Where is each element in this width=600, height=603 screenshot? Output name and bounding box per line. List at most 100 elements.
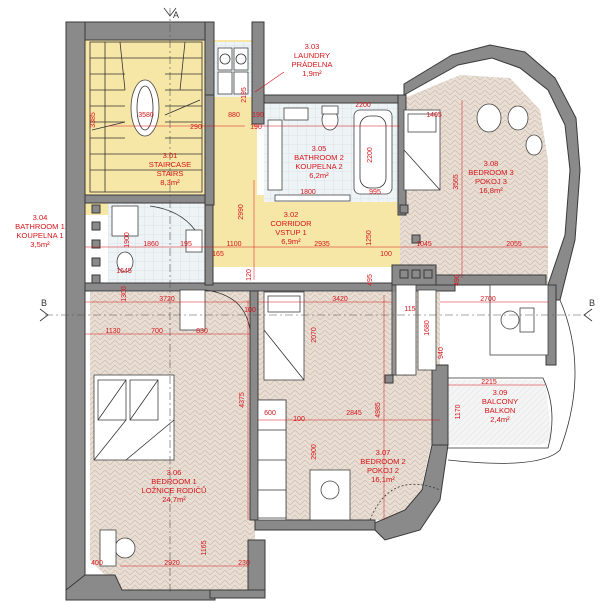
svg-text:2845: 2845 — [346, 410, 362, 417]
svg-text:600: 600 — [264, 410, 276, 417]
svg-text:2055: 2055 — [506, 241, 522, 248]
svg-text:940: 940 — [438, 347, 445, 359]
room-label-3-07: 3.07 BEDROOM 2 POKOJ 2 16,1m² — [360, 448, 406, 484]
svg-text:6,9m²: 6,9m² — [281, 237, 301, 246]
svg-text:1680: 1680 — [424, 320, 431, 336]
dimension-lines — [85, 100, 548, 567]
svg-text:4985: 4985 — [375, 402, 382, 418]
svg-text:1045: 1045 — [416, 241, 432, 248]
svg-text:190: 190 — [252, 112, 264, 119]
svg-text:1860: 1860 — [143, 241, 159, 248]
bathroom-2-drawing — [267, 105, 393, 202]
room-label-3-08: 3.08 BEDROOM 3 POKOJ 3 16,8m² — [468, 159, 514, 195]
laundry-drawing — [217, 47, 249, 95]
bedroom-2-drawing — [263, 284, 441, 521]
svg-text:VSTUP 1: VSTUP 1 — [275, 228, 307, 237]
svg-text:16,8m²: 16,8m² — [479, 186, 503, 195]
svg-text:KOUPELNA 2: KOUPELNA 2 — [295, 162, 342, 171]
svg-text:100: 100 — [293, 416, 305, 423]
vents — [91, 204, 433, 384]
svg-text:120: 120 — [246, 269, 253, 281]
bathroom-1-drawing — [111, 205, 203, 273]
svg-text:KOUPELNA 1: KOUPELNA 1 — [16, 231, 63, 240]
svg-text:STAIRCASE: STAIRCASE — [149, 160, 191, 169]
svg-text:6,2m²: 6,2m² — [309, 171, 329, 180]
svg-text:190: 190 — [250, 124, 262, 131]
svg-text:3.07: 3.07 — [376, 448, 391, 457]
svg-text:24,7m²: 24,7m² — [162, 495, 186, 504]
svg-text:3.05: 3.05 — [312, 144, 327, 153]
svg-text:490: 490 — [454, 274, 461, 286]
svg-text:1250: 1250 — [366, 230, 373, 246]
svg-text:495: 495 — [367, 274, 374, 286]
svg-text:2700: 2700 — [480, 296, 496, 303]
svg-text:2195: 2195 — [241, 87, 248, 103]
svg-text:BEDROOM 2: BEDROOM 2 — [360, 457, 406, 466]
svg-text:1800: 1800 — [300, 189, 316, 196]
svg-text:3.02: 3.02 — [284, 210, 299, 219]
svg-text:3420: 3420 — [332, 296, 348, 303]
svg-text:1100: 1100 — [226, 241, 241, 248]
staircase-drawing — [89, 41, 203, 193]
svg-text:230: 230 — [238, 560, 250, 567]
svg-text:2900: 2900 — [311, 444, 318, 460]
svg-text:3,5m²: 3,5m² — [30, 240, 50, 249]
svg-text:880: 880 — [228, 112, 240, 119]
svg-text:3580: 3580 — [138, 112, 154, 119]
room-label-3-02: 3.02 CORRIDOR VSTUP 1 6,9m² — [270, 210, 312, 246]
room-label-3-05: 3.05 BATHROOM 2 KOUPELNA 2 6,2m² — [294, 144, 344, 180]
svg-text:POKOJ 3: POKOJ 3 — [475, 177, 507, 186]
svg-text:1405: 1405 — [426, 112, 442, 119]
svg-text:3.04: 3.04 — [33, 213, 48, 222]
svg-text:3.06: 3.06 — [167, 468, 182, 477]
svg-text:STAIRS: STAIRS — [157, 169, 184, 178]
svg-text:995: 995 — [369, 189, 381, 196]
svg-text:BALKON: BALKON — [485, 406, 516, 415]
svg-text:2215: 2215 — [481, 379, 497, 386]
svg-text:2920: 2920 — [164, 560, 180, 567]
svg-text:BEDROOM 1: BEDROOM 1 — [151, 477, 197, 486]
svg-text:100: 100 — [244, 307, 256, 314]
svg-text:195: 195 — [180, 241, 192, 248]
svg-text:16,1m²: 16,1m² — [371, 475, 395, 484]
svg-text:2935: 2935 — [314, 241, 330, 248]
svg-text:3565: 3565 — [453, 174, 460, 190]
svg-text:LAUNDRY: LAUNDRY — [294, 51, 330, 60]
svg-text:BATHROOM 2: BATHROOM 2 — [294, 153, 344, 162]
svg-text:8,3m²: 8,3m² — [160, 178, 180, 187]
section-a-label: A — [173, 10, 179, 20]
section-b-right-label: B — [589, 298, 595, 308]
svg-text:BATHROOM 1: BATHROOM 1 — [15, 222, 65, 231]
svg-text:3385: 3385 — [90, 112, 97, 128]
room-label-3-03: 3.03 LAUNDRY PRÁDELNA 1,9m² — [254, 42, 334, 93]
room-label-3-06: 3.06 BEDROOM 1 LOŽNICE RODIČŮ 24,7m² — [142, 468, 207, 504]
svg-text:1,9m²: 1,9m² — [302, 69, 322, 78]
svg-text:830: 830 — [196, 328, 208, 335]
dimension-labels: 3580 290 880 190 190 2195 1405 3385 2200… — [90, 87, 522, 567]
section-lines: A B B — [39, 7, 595, 595]
room-label-3-01: 3.01 STAIRCASE STAIRS 8,3m² — [149, 151, 191, 187]
svg-text:1130: 1130 — [105, 328, 120, 335]
svg-text:1900: 1900 — [124, 232, 131, 248]
svg-text:CORRIDOR: CORRIDOR — [270, 219, 312, 228]
svg-text:POKOJ 2: POKOJ 2 — [367, 466, 399, 475]
svg-text:2990: 2990 — [238, 204, 245, 220]
svg-text:3.01: 3.01 — [163, 151, 178, 160]
svg-text:2070: 2070 — [311, 327, 318, 343]
svg-text:3.03: 3.03 — [305, 42, 320, 51]
svg-text:2,4m²: 2,4m² — [490, 415, 510, 424]
room-label-3-04: 3.04 BATHROOM 1 KOUPELNA 1 3,5m² — [15, 213, 65, 249]
svg-text:LOŽNICE RODIČŮ: LOŽNICE RODIČŮ — [142, 486, 207, 495]
svg-text:2200: 2200 — [355, 102, 371, 109]
svg-text:165: 165 — [212, 251, 224, 258]
svg-text:PRÁDELNA: PRÁDELNA — [292, 60, 334, 69]
section-b-left-label: B — [41, 298, 47, 308]
svg-text:3.09: 3.09 — [493, 388, 508, 397]
bedroom-1-drawing — [93, 289, 287, 567]
svg-text:BEDROOM 3: BEDROOM 3 — [468, 168, 514, 177]
svg-text:100: 100 — [380, 251, 392, 258]
svg-text:115: 115 — [404, 306, 415, 313]
svg-text:2200: 2200 — [367, 147, 374, 163]
svg-text:400: 400 — [91, 560, 103, 567]
svg-text:4375: 4375 — [239, 392, 246, 408]
